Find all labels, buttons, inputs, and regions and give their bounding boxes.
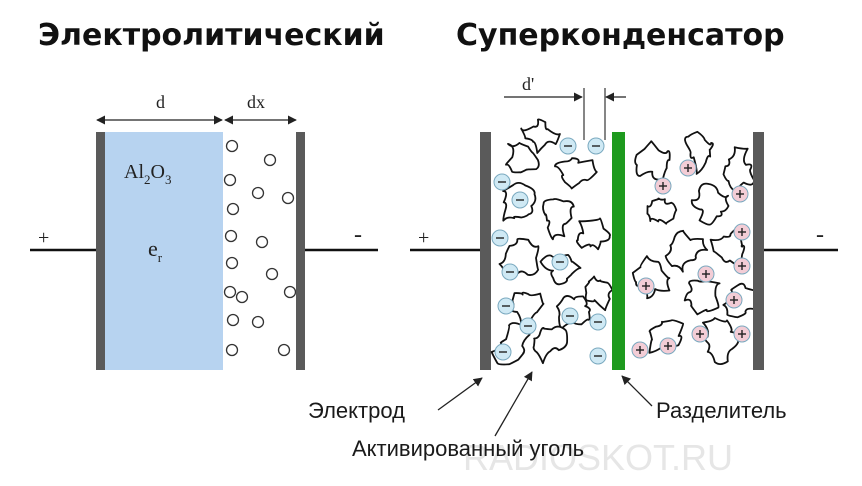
carbon-particle <box>702 317 740 366</box>
ion <box>281 191 295 205</box>
ion <box>225 256 239 270</box>
ion <box>251 315 265 329</box>
carbon-particle <box>683 279 721 316</box>
left-electrode <box>480 132 491 370</box>
ion <box>224 229 238 243</box>
ion <box>263 153 277 167</box>
dimension-dx-label: dx <box>247 92 265 112</box>
ion <box>225 139 239 153</box>
ion <box>277 343 291 357</box>
electrolyte-ions <box>491 137 751 365</box>
ion <box>283 285 297 299</box>
carbon-particle <box>520 118 561 154</box>
carbon-particle <box>722 146 756 192</box>
carbon-particle <box>690 182 730 226</box>
watermark: RADIOSKOT.RU <box>463 437 733 478</box>
title-supercapacitor: Суперконденсатор <box>456 18 785 53</box>
carbon-particle <box>584 275 614 312</box>
electrode-pointer <box>437 377 483 411</box>
ion <box>255 235 269 249</box>
separator-pointer <box>621 375 653 407</box>
activated-carbon-left <box>490 118 614 366</box>
ion <box>223 173 237 187</box>
carbon-particle <box>684 130 714 175</box>
minus-sign: - <box>816 222 824 248</box>
cathode-plate <box>296 132 305 370</box>
electrolyte-ions <box>223 139 297 357</box>
carbon-particle <box>575 217 611 251</box>
permittivity-symbol: er <box>148 236 163 265</box>
title-electrolytic: Электролитический <box>38 18 385 53</box>
oxide-formula: Al2O3 <box>124 161 171 187</box>
carbon-particle <box>646 197 678 225</box>
label-separator: Разделитель <box>656 398 787 423</box>
carbon-particle <box>554 157 598 190</box>
ion <box>223 285 237 299</box>
carbon-particle <box>505 142 540 174</box>
anode-plate <box>96 132 105 370</box>
label-electrode: Электрод <box>308 398 405 423</box>
electrolytic-capacitor: + Al2O3 er - d dx <box>30 92 378 370</box>
ion <box>225 343 239 357</box>
separator <box>612 132 625 370</box>
ion <box>265 267 279 281</box>
carbon-pointer <box>494 371 533 437</box>
plus-sign: + <box>418 227 429 249</box>
ion <box>235 290 249 304</box>
oxide-dielectric <box>105 132 223 370</box>
ion <box>226 202 240 216</box>
carbon-particle <box>664 229 709 273</box>
dimension-d-prime-label: d' <box>522 74 534 94</box>
minus-sign: - <box>354 222 362 248</box>
supercapacitor: + - d' Электрод Активированный уголь Раз… <box>308 74 838 461</box>
carbon-particle <box>634 140 671 181</box>
right-electrode <box>753 132 764 370</box>
plus-sign: + <box>38 227 49 249</box>
carbon-particle <box>631 255 671 300</box>
dimension-d-label: d <box>156 92 165 112</box>
carbon-particle <box>532 325 569 365</box>
ion <box>226 313 240 327</box>
ion <box>251 186 265 200</box>
carbon-particle <box>542 198 575 241</box>
label-activated-carbon: Активированный уголь <box>352 436 584 461</box>
